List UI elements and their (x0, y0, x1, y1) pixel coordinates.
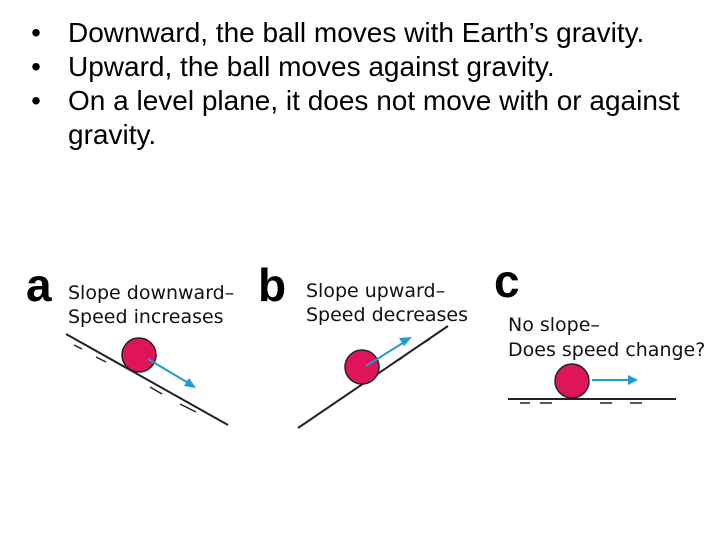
bullet-item: • Downward, the ball moves with Earth’s … (26, 16, 706, 50)
slope-hatch (307, 415, 317, 422)
slope-hatch (391, 357, 403, 365)
ball-c (554, 363, 590, 399)
slope-hatch (179, 403, 197, 413)
panel-c-caption-line1: No slope– (508, 314, 600, 336)
slope-hatch (419, 338, 431, 346)
bullet-marker: • (31, 17, 41, 48)
slope-hatch (149, 386, 163, 395)
bullet-item: • Upward, the ball moves against gravity… (26, 50, 706, 84)
bullet-text: Upward, the ball moves against gravity. (68, 51, 555, 82)
panel-a-letter: a (26, 259, 52, 311)
bullet-text: Downward, the ball moves with Earth’s gr… (68, 17, 645, 48)
slope-hatch (73, 344, 83, 350)
bullet-marker: • (31, 85, 41, 116)
arrow-a-head (184, 378, 196, 388)
arrow-a-shaft (147, 358, 191, 385)
panel-c-letter: c (494, 255, 520, 307)
panel-b-caption-line1: Slope upward– (306, 280, 446, 302)
bullet-marker: • (31, 51, 41, 82)
panel-b-letter: b (258, 259, 287, 311)
panel-a-caption-line1: Slope downward– (68, 282, 235, 304)
slope-hatch (95, 356, 107, 363)
ball-a (121, 337, 157, 373)
panel-b-caption-line2: Speed decreases (306, 304, 469, 326)
arrow-b-shaft (365, 340, 407, 367)
panel-a-caption-line2: Speed increases (68, 306, 224, 328)
ball-b (344, 349, 380, 385)
arrow-b-head (399, 337, 412, 346)
downward-slope-line (65, 333, 229, 426)
bullet-text: On a level plane, it does not move with … (68, 85, 680, 150)
arrow-c-head (628, 375, 638, 385)
bullet-list: • Downward, the ball moves with Earth’s … (26, 16, 706, 152)
bullet-item: • On a level plane, it does not move wit… (26, 84, 706, 152)
panel-c-caption-line2: Does speed change? (508, 339, 706, 361)
